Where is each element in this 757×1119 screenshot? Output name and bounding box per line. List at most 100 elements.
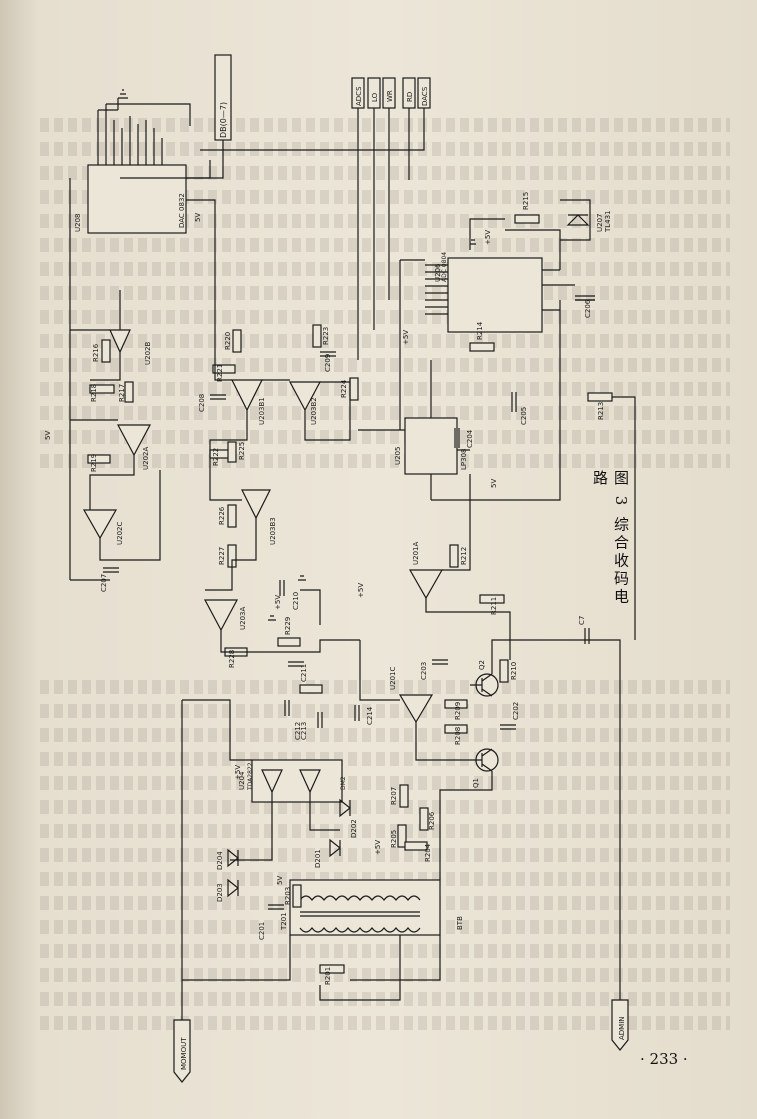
opamp-u202c: U202C: [82, 509, 124, 545]
svg-text:U202B: U202B: [144, 342, 152, 365]
svg-text:R206: R206: [428, 811, 436, 830]
rd-connector: RD: [402, 77, 416, 180]
svg-text:U203B1: U203B1: [258, 397, 266, 425]
svg-text:R217: R217: [118, 384, 126, 402]
svg-text:U203A: U203A: [239, 607, 247, 630]
opamp-u203b3: U203B3: [241, 489, 277, 545]
svg-text:+5V: +5V: [357, 583, 365, 598]
transistor-q2: Q2: [470, 660, 499, 697]
svg-text:5V: 5V: [44, 431, 52, 440]
svg-text:C208: C208: [198, 394, 206, 412]
adc0804-chip: U206 ADC 0804: [425, 229, 575, 333]
diode-group: [227, 798, 351, 898]
svg-text:TL431: TL431: [604, 210, 612, 233]
svg-text:R210: R210: [510, 662, 518, 680]
capacitor-labels: C206 C205 C204 C208 C209 C207 C210 C211 …: [100, 299, 592, 940]
admin-connector: ADMIN: [611, 999, 629, 1051]
ground-symbols: [118, 89, 595, 621]
dac0832-chip: U208 DAC 0832: [74, 98, 191, 234]
wiring: [69, 160, 636, 1020]
svg-text:MOMOUT: MOMOUT: [180, 1037, 188, 1070]
svg-text:R225: R225: [238, 442, 246, 460]
svg-text:R211: R211: [490, 597, 498, 615]
svg-text:R207: R207: [390, 787, 398, 805]
opamp-u202b: U202B: [109, 329, 152, 365]
svg-text:R224: R224: [340, 379, 348, 398]
diode-labels: D201 D202 D203 D204: [216, 819, 358, 902]
svg-text:C209: C209: [324, 354, 332, 372]
svg-text:C202: C202: [512, 702, 520, 720]
svg-text:C205: C205: [520, 407, 528, 425]
svg-text:5V: 5V: [490, 479, 498, 488]
opamp-u203b2: U203B2: [288, 381, 322, 425]
figure-caption: 图 3 综合收码电路: [591, 470, 630, 607]
svg-text:R204: R204: [424, 843, 432, 862]
opamp-u201c: U201C: [389, 667, 434, 724]
svg-text:D202: D202: [350, 819, 358, 838]
dacs-connector: DACS: [200, 77, 431, 151]
tda2822-chip: U204 TDA2822 DM2: [238, 759, 347, 803]
svg-text:C211: C211: [300, 664, 308, 682]
wr-connector: WR: [382, 77, 396, 300]
svg-text:+5V: +5V: [274, 595, 282, 610]
svg-text:C203: C203: [420, 662, 428, 680]
svg-text:R226: R226: [218, 506, 226, 525]
svg-text:U205: U205: [394, 447, 402, 465]
svg-text:R214: R214: [476, 321, 484, 340]
svg-text:C207: C207: [100, 574, 108, 592]
svg-text:R223: R223: [322, 327, 330, 345]
svg-text:ADMIN: ADMIN: [618, 1016, 626, 1040]
opamp-u203b1: U203B1: [231, 379, 266, 425]
svg-text:R229: R229: [284, 617, 292, 635]
svg-text:R201: R201: [324, 967, 332, 985]
svg-text:R227: R227: [218, 547, 226, 565]
opamp-u201a: U201A: [408, 542, 444, 600]
svg-text:R209: R209: [454, 702, 462, 720]
lo-connector: LO: [367, 77, 381, 330]
svg-text:Q1: Q1: [472, 778, 480, 788]
svg-text:U202C: U202C: [116, 522, 124, 545]
svg-text:U201C: U201C: [389, 667, 397, 690]
lp308-chip: U205 LP308: [380, 360, 470, 500]
svg-text:U204: U204: [238, 771, 246, 790]
svg-text:+5V: +5V: [484, 230, 492, 245]
svg-text:U202A: U202A: [142, 447, 150, 470]
transistor-q1: Q1: [470, 748, 499, 788]
svg-text:Q2: Q2: [478, 660, 486, 670]
svg-text:U207: U207: [596, 214, 604, 232]
svg-text:R212: R212: [460, 547, 468, 565]
svg-text:R208: R208: [454, 727, 462, 745]
svg-text:T201: T201: [280, 912, 288, 931]
svg-text:+5V: +5V: [402, 330, 410, 345]
svg-text:R222: R222: [212, 448, 220, 466]
svg-text:WR: WR: [386, 90, 394, 102]
svg-text:U203B2: U203B2: [310, 397, 318, 425]
svg-text:DM2: DM2: [340, 776, 347, 790]
svg-text:+5V: +5V: [374, 840, 382, 855]
svg-text:C201: C201: [258, 922, 266, 940]
svg-text:C213: C213: [300, 722, 308, 740]
adcs-connector: ADCS: [351, 77, 365, 360]
resistor-group: [87, 214, 613, 974]
momout-connector: MOMOUT: [173, 1019, 191, 1083]
tl431-reference: U207 TL431: [560, 199, 612, 241]
power-labels: +5V +5V 5V +5V +5V +5V +5V 5V 5V 5V: [44, 213, 498, 885]
svg-text:C7: C7: [578, 616, 586, 625]
transformer-t201: T201 BTB: [280, 879, 464, 936]
svg-text:5V: 5V: [276, 876, 284, 885]
svg-text:U201A: U201A: [412, 542, 420, 565]
svg-text:C214: C214: [366, 706, 374, 725]
svg-text:R228: R228: [228, 650, 236, 668]
svg-text:RD: RD: [406, 92, 414, 102]
svg-text:R205: R205: [390, 830, 398, 848]
svg-text:C206: C206: [584, 299, 592, 318]
svg-text:U208: U208: [74, 214, 82, 232]
opamp-u203a: U203A: [204, 599, 247, 632]
svg-text:D201: D201: [314, 849, 322, 868]
svg-text:R219: R219: [90, 454, 98, 472]
svg-text:R220: R220: [224, 332, 232, 350]
db-bus-label: DB(0—7): [219, 102, 228, 138]
svg-text:D204: D204: [216, 851, 224, 870]
svg-text:R203: R203: [284, 887, 292, 905]
